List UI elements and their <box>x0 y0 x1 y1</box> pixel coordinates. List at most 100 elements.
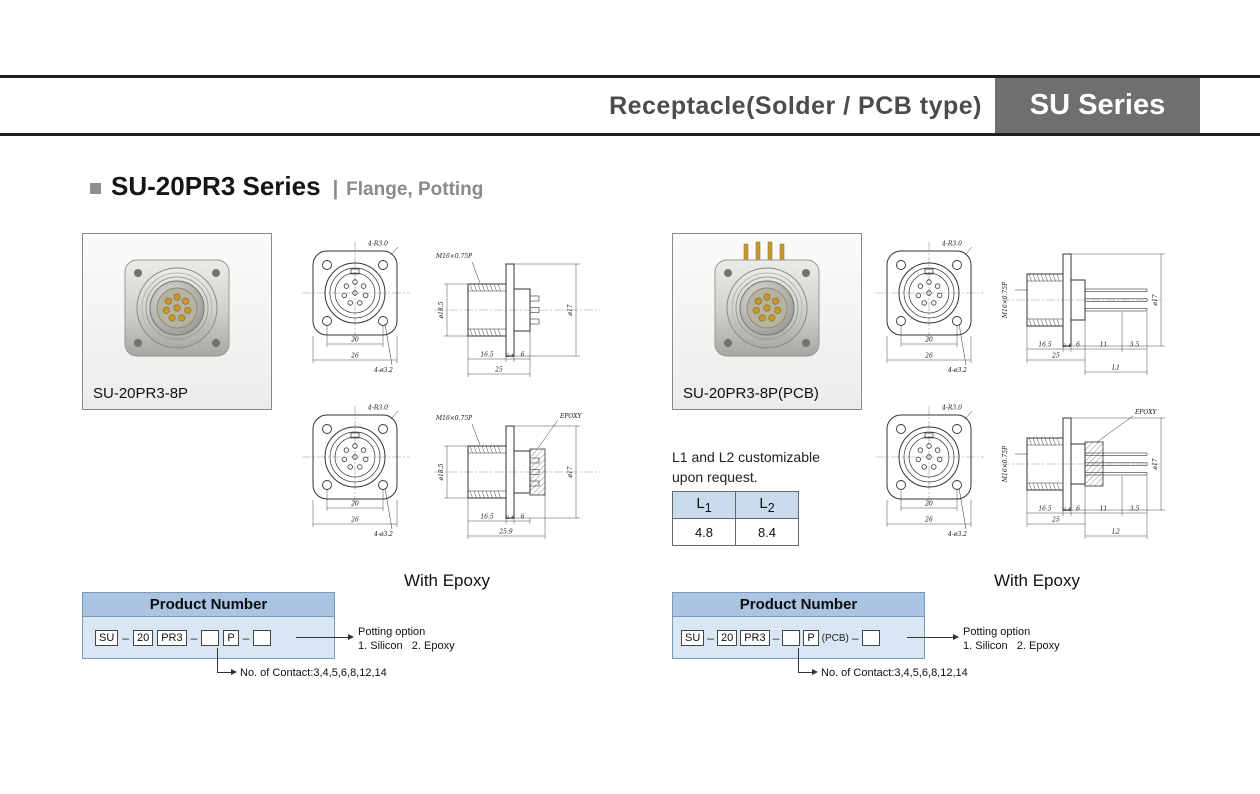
dim-label: 26 <box>350 353 359 360</box>
dim-label: 4-R3.0 <box>367 405 388 412</box>
code-dash: – <box>122 631 129 645</box>
dim-label: ø17 <box>1152 294 1159 306</box>
dim-label: 26 <box>924 353 933 360</box>
code-pcb-label: (PCB) <box>821 632 849 644</box>
dim-label: 6 <box>1076 506 1080 513</box>
dim-label: 25 <box>1051 353 1060 360</box>
l2-header: L2 <box>735 491 799 519</box>
note-line-1: L1 and L2 customizable <box>672 449 820 465</box>
contacts-arrow-hline <box>798 672 812 673</box>
header-rule-bottom <box>0 133 1260 136</box>
dim-label: ø18.5 <box>438 463 445 481</box>
header-rule-top <box>0 75 1260 78</box>
dim-label: 4-R3.0 <box>941 241 962 248</box>
product-number-body: SU – 20 PR3 – P – <box>82 617 335 659</box>
product-number-title: Product Number <box>82 592 335 617</box>
dim-label: 2.4 <box>1062 343 1071 349</box>
dim-label: EPOXY <box>1134 409 1158 416</box>
code-box-p: P <box>223 630 239 646</box>
dim-label: 4-ø3.2 <box>947 367 967 374</box>
dim-label: M16×0.75P <box>1002 281 1009 319</box>
contacts-note: No. of Contact:3,4,5,6,8,12,14 <box>240 667 387 679</box>
section-title: SU-20PR3 Series <box>111 171 321 201</box>
code-box-potting <box>253 630 272 646</box>
contacts-arrow-vline <box>798 648 799 672</box>
l-dimension-table: L1 L2 4.8 8.4 <box>672 491 799 546</box>
code-box-contacts <box>201 630 220 646</box>
product-number-panel-pcb: Product Number SU – 20 PR3 – P (PCB) – P… <box>672 592 1060 679</box>
dim-label: M16×0.75P <box>435 415 473 422</box>
gold-pins <box>752 293 782 322</box>
code-box-20: 20 <box>716 630 738 646</box>
dim-label: EPOXY <box>559 413 583 420</box>
dim-label: 20 <box>924 337 933 344</box>
dim-label: 20 <box>924 501 933 508</box>
flange-holes <box>724 269 810 347</box>
dim-label: 11 <box>1100 342 1108 349</box>
contacts-arrow-vline <box>217 648 218 672</box>
code-dash: – <box>707 631 714 645</box>
contacts-arrow-hline <box>217 672 231 673</box>
dim-label: 16.5 <box>1038 506 1052 513</box>
dim-label: M16×0.75P <box>1002 445 1009 483</box>
dim-label: 2.4 <box>505 515 514 521</box>
code-box-pr3: PR3 <box>157 630 187 646</box>
dim-label: 26 <box>350 517 359 524</box>
front-view-drawing: 4-R3.0 4-ø3.2 20 26 <box>302 405 410 538</box>
potting-option-note: Potting option 1. Silicon 2. Epoxy <box>358 626 455 652</box>
potting-arrow-head <box>348 634 354 640</box>
product-number-title: Product Number <box>672 592 925 617</box>
section-heading: SU-20PR3 Series | Flange, Potting <box>90 171 483 202</box>
connector-photo-pcb <box>714 241 820 357</box>
potting-arrow-head <box>953 634 959 640</box>
epoxy-caption: With Epoxy <box>994 571 1080 590</box>
dim-label: 4-R3.0 <box>367 241 388 248</box>
dim-label: L2 <box>1111 529 1120 536</box>
product-number-code: SU – 20 PR3 – P – <box>95 630 272 646</box>
dim-label: M16×0.75P <box>435 253 473 260</box>
contacts-note: No. of Contact:3,4,5,6,8,12,14 <box>821 667 968 679</box>
side-view-epoxy-drawing: EPOXY M16×0.75P ø18.5 ø17 16.5 2.4 6 25.… <box>434 413 600 539</box>
epoxy-fill <box>529 448 546 496</box>
product-number-panel-solder: Product Number SU – 20 PR3 – P – Potting… <box>82 592 455 679</box>
front-view-drawing: 4-R3.0 4-ø3.2 20 26 <box>876 405 984 538</box>
flange-holes <box>134 269 220 347</box>
potting-arrow-line <box>296 637 348 638</box>
dim-label: 2.4 <box>1062 507 1071 513</box>
code-box-pr3: PR3 <box>740 630 770 646</box>
code-dash: – <box>772 631 780 645</box>
dim-label: 20 <box>350 501 359 508</box>
dim-label: ø17 <box>567 466 574 478</box>
section-divider: | <box>332 178 339 200</box>
product-number-body: SU – 20 PR3 – P (PCB) – <box>672 617 925 659</box>
contacts-arrow-head <box>812 668 818 675</box>
contacts-arrow-head <box>231 668 237 675</box>
section-subtitle: Flange, Potting <box>346 179 484 200</box>
dim-label: 3.5 <box>1130 506 1140 513</box>
dim-label: 11 <box>1100 506 1108 513</box>
l2-value: 8.4 <box>735 518 799 546</box>
dim-label: 4-R3.0 <box>941 405 962 412</box>
dim-label: 6 <box>1076 342 1080 349</box>
customize-note: L1 and L2 customizable upon request. <box>672 447 820 487</box>
epoxy-caption: With Epoxy <box>404 571 490 590</box>
code-box-su: SU <box>681 630 705 646</box>
code-box-potting <box>861 630 880 646</box>
potting-option-note: Potting option 1. Silicon 2. Epoxy <box>963 626 1060 652</box>
dim-label: L1 <box>1111 365 1120 372</box>
page-title: Receptacle(Solder / PCB type) <box>609 92 982 120</box>
code-box-su: SU <box>95 630 119 646</box>
dim-label: 4-ø3.2 <box>947 531 967 538</box>
dim-label: 25 <box>1051 517 1060 524</box>
code-box-contacts <box>782 630 801 646</box>
dim-label: ø17 <box>567 304 574 316</box>
dim-label: 26 <box>924 517 933 524</box>
dim-label: 16.5 <box>1038 342 1052 349</box>
front-view-drawing: 4-R3.0 4-ø3.2 20 26 <box>302 241 410 374</box>
side-view-pcb-epoxy-drawing: EPOXY M16×0.75P ø17 16.5 2.4 6 11 3.5 25… <box>1001 409 1165 539</box>
dim-label: 3.5 <box>1130 342 1140 349</box>
dim-label: ø18.5 <box>438 301 445 319</box>
l1-value: 4.8 <box>672 518 736 546</box>
series-badge: SU Series <box>995 78 1200 133</box>
dim-label: 6 <box>521 352 525 359</box>
